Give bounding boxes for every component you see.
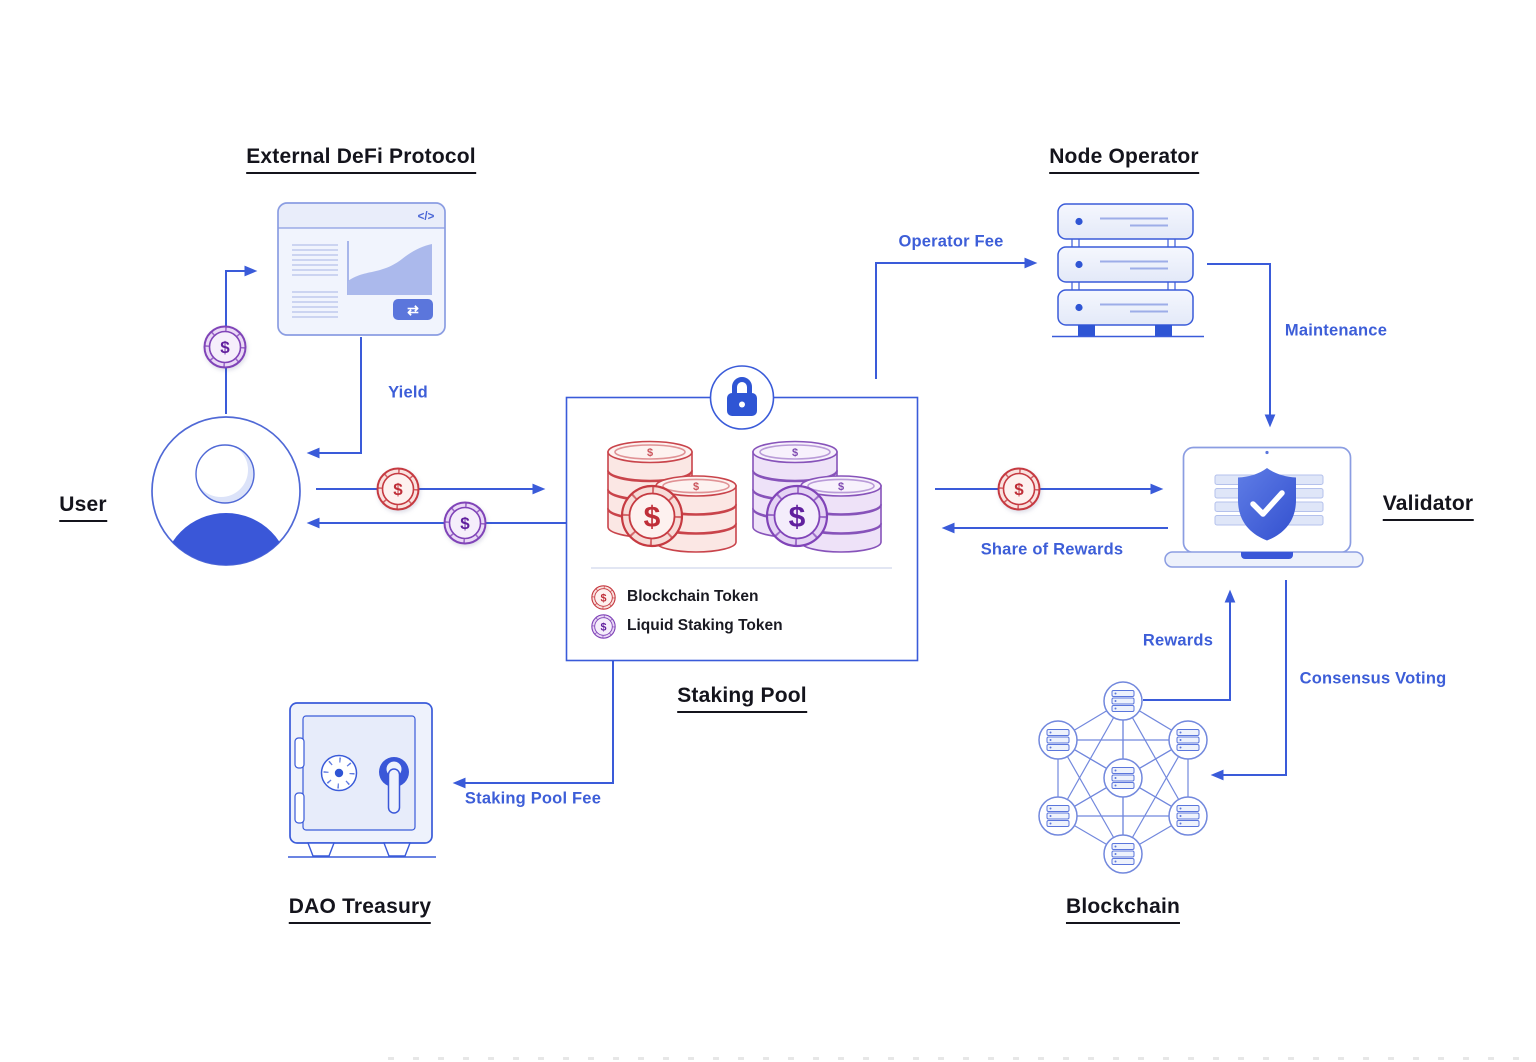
legend-label: Blockchain Token (627, 588, 759, 605)
label-staking-pool: Staking Pool (677, 684, 807, 713)
safe-hinge (294, 737, 305, 769)
server-foot (1078, 325, 1095, 336)
safe-dial (320, 754, 358, 792)
arrow-blockchain-to-validator-rewards (1143, 589, 1236, 701)
label-maintenance: Maintenance (1284, 321, 1388, 340)
blockchain-token-stack-icon: $ $ $ (607, 440, 737, 553)
dollar-mark: $ (647, 447, 653, 459)
arrow-operator-to-validator-maintenance (1207, 263, 1276, 428)
network-node (1038, 720, 1078, 760)
network-node (1103, 834, 1143, 874)
laptop-shield-icon (1164, 446, 1364, 568)
server-unit (1057, 289, 1194, 326)
dollar-icon: $ (789, 501, 806, 534)
arrow-pool-to-operator-fee (875, 257, 1038, 379)
dollar-icon: $ (601, 621, 607, 633)
dollar-mark: $ (693, 481, 699, 493)
liquid-staking-token-coin: $ (203, 325, 247, 369)
network-node (1103, 681, 1143, 721)
network-node (1038, 796, 1078, 836)
browser-text-lines (292, 244, 338, 318)
arrow-defi-to-user-yield (306, 337, 362, 459)
avatar-head (195, 444, 255, 504)
label-share-of-rewards: Share of Rewards (980, 540, 1124, 559)
swap-icon: ⇄ (407, 302, 419, 318)
label-dao-treasury: DAO Treasury (288, 895, 432, 924)
legend-item-blockchain-token: $ Blockchain Token (591, 584, 759, 610)
browser-title-bar (278, 203, 445, 228)
arrow-validator-to-blockchain-voting (1210, 580, 1287, 781)
label-rewards: Rewards (1142, 631, 1214, 650)
network-node (1168, 720, 1208, 760)
network-nodes (1038, 681, 1208, 874)
liquid-staking-token-icon: $ (591, 613, 616, 639)
pool-divider (591, 567, 892, 569)
server-foot (1155, 325, 1172, 336)
liquid-staking-token-stack-icon: $ $ $ (752, 440, 882, 553)
chart-area (348, 244, 432, 295)
swap-button (393, 299, 433, 320)
dollar-icon: $ (601, 592, 607, 604)
server-stack-icon (1052, 203, 1204, 338)
avatar-body (162, 513, 290, 565)
label-external-defi-protocol: External DeFi Protocol (246, 145, 476, 174)
safe-hinge (294, 792, 305, 824)
dollar-mark: $ (838, 481, 844, 493)
blockchain-token-icon: $ (591, 584, 616, 610)
network-node (1103, 758, 1143, 798)
dollar-mark: $ (792, 447, 798, 459)
user-avatar-icon (151, 416, 301, 566)
label-consensus-voting: Consensus Voting (1299, 669, 1447, 688)
safe-handle (379, 757, 409, 814)
purple-front-coin: $ (765, 484, 829, 548)
camera-dot (1265, 450, 1269, 455)
code-icon: </> (418, 211, 435, 223)
dollar-icon: $ (393, 480, 403, 499)
legend-label: Liquid Staking Token (627, 617, 783, 634)
label-validator: Validator (1382, 492, 1474, 521)
label-staking-pool-fee: Staking Pool Fee (464, 789, 602, 808)
lock-icon (727, 377, 757, 416)
label-node-operator: Node Operator (1049, 145, 1199, 174)
liquid-staking-token-coin: $ (443, 501, 487, 545)
dollar-icon: $ (220, 338, 230, 357)
dollar-icon: $ (1014, 480, 1024, 499)
label-yield: Yield (388, 383, 428, 402)
laptop-notch (1241, 552, 1293, 559)
browser-chart-icon: </> ⇄ (277, 202, 446, 336)
label-blockchain: Blockchain (1065, 895, 1181, 924)
blockchain-token-coin: $ (997, 467, 1041, 511)
red-front-coin: $ (620, 484, 684, 548)
network-node (1168, 796, 1208, 836)
label-user: User (59, 493, 107, 522)
safe-icon (288, 702, 436, 858)
legend-item-liquid-staking-token: $ Liquid Staking Token (591, 613, 783, 639)
server-unit (1057, 203, 1194, 240)
blockchain-token-coin: $ (376, 467, 420, 511)
safe-foot (382, 842, 412, 857)
shield-icon (1238, 468, 1296, 541)
label-operator-fee: Operator Fee (898, 232, 1004, 251)
network-nodes-icon (1038, 681, 1208, 874)
arrow-pool-to-treasury-fee (452, 661, 614, 789)
dollar-icon: $ (644, 501, 661, 534)
check-icon (1250, 490, 1285, 517)
safe-foot (306, 842, 336, 857)
dollar-icon: $ (460, 514, 470, 533)
server-unit (1057, 246, 1194, 283)
safe-door (302, 715, 416, 831)
bottom-dotted-strip (388, 1057, 1536, 1060)
